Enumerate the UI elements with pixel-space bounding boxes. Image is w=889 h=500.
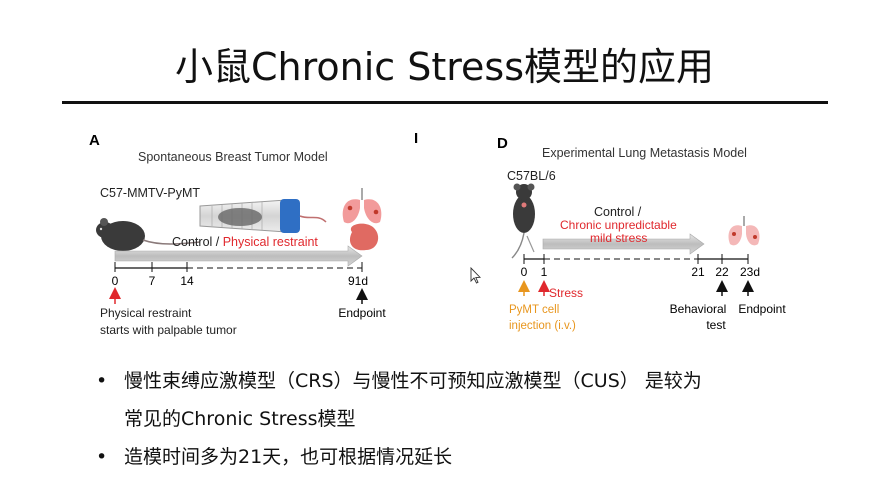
mouse-cursor-icon	[470, 266, 482, 284]
panel-d-stress: Stress	[549, 286, 583, 300]
panel-a-tick-0: 0	[112, 274, 119, 288]
bullet-text: 造模时间多为21天，也可根据情况延长	[124, 446, 453, 468]
tumor-icon	[349, 223, 379, 251]
bullet-dot: •	[96, 370, 108, 392]
bullet-text: 慢性束缚应激模型（CRS）与慢性不可预知应激模型（CUS） 是较为	[124, 370, 702, 392]
panel-d: D Experimental Lung Metastasis Model C57…	[497, 135, 786, 332]
panel-d-title: Experimental Lung Metastasis Model	[542, 146, 747, 160]
panel-a-tick-14: 14	[180, 274, 194, 288]
slide-title: 小鼠Chronic Stress模型的应用	[174, 45, 715, 89]
lungs-icon	[728, 216, 760, 246]
restraint-tube-icon	[199, 199, 327, 233]
panel-d-injection-line2: injection (i.v.)	[509, 320, 576, 332]
panel-a-note-line2: starts with palpable tumor	[100, 323, 237, 337]
mouse-topview-icon	[511, 183, 535, 259]
panel-d-tick-1: 1	[541, 265, 548, 279]
bullet-item: • 慢性束缚应激模型（CRS）与慢性不可预知应激模型（CUS） 是较为 常见的C…	[96, 362, 856, 438]
bullet-dot: •	[96, 446, 108, 468]
panel-d-tick-0: 0	[521, 265, 528, 279]
panel-d-tick-22: 22	[715, 265, 729, 279]
panel-d-tick-21: 21	[691, 265, 705, 279]
bullet-text-continued: 常见的Chronic Stress模型	[124, 408, 356, 430]
panel-a-label: A	[89, 132, 100, 149]
panel-a-tick-91d: 91d	[348, 274, 368, 288]
panel-a-condition-control: Control / Physical restraint	[172, 235, 318, 249]
panel-d-condition-stress-line1: Chronic unpredictable	[560, 218, 677, 232]
panel-d-injection-line1: PyMT cell	[509, 304, 559, 316]
panel-d-endpoint: Endpoint	[738, 302, 786, 316]
bullet-item: • 造模时间多为21天，也可根据情况延长	[96, 438, 856, 476]
panel-d-tick-23d: 23d	[740, 265, 760, 279]
panel-d-condition-control: Control /	[594, 205, 642, 219]
title-divider	[62, 101, 828, 104]
panel-d-behavioral-line1: Behavioral	[670, 302, 727, 316]
panel-d-condition-stress-line2: mild stress	[590, 231, 647, 245]
panel-a: A Spontaneous Breast Tumor Model C57-MMT…	[89, 132, 386, 337]
bullet-list: • 慢性束缚应激模型（CRS）与慢性不可预知应激模型（CUS） 是较为 常见的C…	[96, 362, 856, 476]
panel-a-endpoint: Endpoint	[338, 306, 386, 320]
panel-i-label: I	[414, 130, 418, 147]
lungs-icon	[342, 188, 382, 224]
panel-d-label: D	[497, 135, 508, 152]
panel-a-title: Spontaneous Breast Tumor Model	[138, 150, 328, 164]
panel-a-note-line1: Physical restraint	[100, 306, 192, 320]
panel-a-timeline	[114, 262, 363, 272]
panel-a-strain: C57-MMTV-PyMT	[100, 186, 200, 200]
panel-a-tick-7: 7	[149, 274, 156, 288]
panel-d-strain: C57BL/6	[507, 169, 556, 183]
panel-d-behavioral-line2: test	[706, 318, 726, 332]
panel-a-timeline-arrow	[114, 245, 363, 267]
panel-d-timeline-arrow	[542, 233, 705, 255]
panel-d-timeline	[523, 254, 749, 264]
mouse-icon	[96, 218, 201, 251]
